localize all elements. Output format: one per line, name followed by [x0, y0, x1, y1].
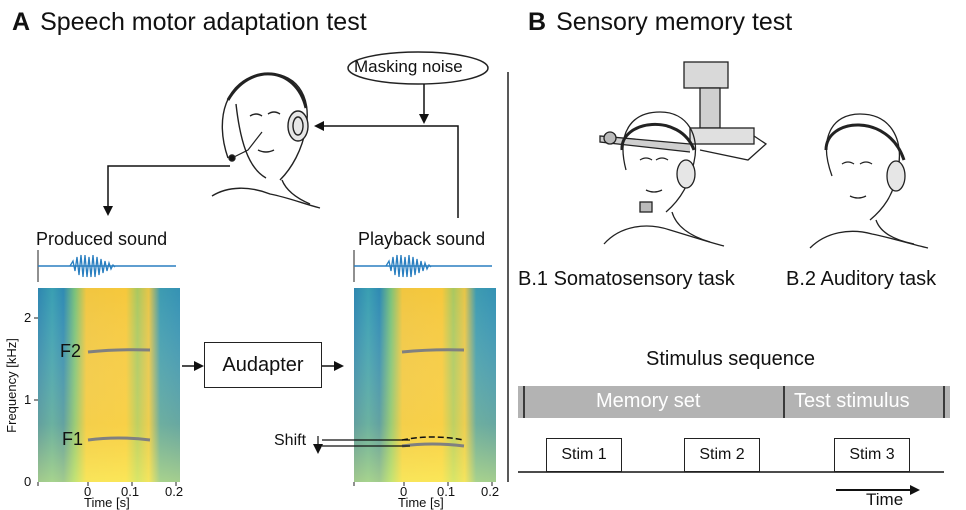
test-stimulus-label: Test stimulus [794, 390, 910, 412]
arrow-playback-to-head [314, 121, 459, 218]
somatosensory-robot-illustration [599, 61, 768, 247]
stim-1-box: Stim 1 [546, 438, 622, 472]
y-tick-2: 2 [24, 310, 32, 325]
y-tick-0: 0 [24, 474, 32, 489]
masking-noise-ellipse [347, 51, 489, 85]
left-x-tick-1: 0.1 [121, 484, 140, 499]
shift-label: Shift [274, 432, 307, 449]
panel-a-title: A Speech motor adaptation test [12, 8, 367, 37]
panel-a-title-text: Speech motor adaptation test [40, 8, 367, 36]
sequence-bar [518, 386, 950, 418]
right-x-tick-0: 0 [400, 484, 408, 499]
y-tick-1: 1 [24, 392, 32, 407]
stim-3-box: Stim 3 [834, 438, 910, 472]
somatosensory-task-label: B.1 Somatosensory task [518, 268, 735, 290]
arrow-head-to-produced [103, 165, 230, 216]
f2-label: F2 [60, 341, 82, 361]
playback-spectrogram [313, 288, 496, 486]
produced-sound-label: Produced sound [36, 229, 168, 249]
left-x-tick-2: 0.2 [165, 484, 184, 499]
left-x-tick-0: 0 [84, 484, 92, 499]
memory-set-label: Memory set [596, 390, 701, 412]
panel-a-letter: A [12, 8, 31, 36]
panel-b-letter: B [528, 8, 547, 36]
playback-waveform [353, 250, 492, 282]
playback-sound-label: Playback sound [358, 229, 486, 249]
right-x-tick-2: 0.2 [481, 484, 500, 499]
produced-spectrogram [34, 288, 180, 486]
auditory-task-head-illustration [809, 113, 929, 249]
audapter-box: Audapter [204, 342, 322, 388]
stimulus-sequence-label: Stimulus sequence [646, 348, 815, 370]
f1-label: F1 [62, 429, 84, 449]
panel-b-title-text: Sensory memory test [556, 8, 793, 36]
y-axis-label: Frequency [kHz] [3, 338, 19, 433]
time-label: Time [866, 490, 904, 509]
produced-waveform [37, 250, 176, 282]
masking-noise-label: Masking noise [354, 57, 463, 76]
speaker-with-headset-illustration [211, 72, 321, 209]
right-x-tick-1: 0.1 [437, 484, 456, 499]
right-x-axis-label: Time [s] [398, 495, 444, 510]
auditory-task-label: B.2 Auditory task [786, 268, 937, 290]
panel-b-title: B Sensory memory test [528, 8, 792, 37]
left-x-axis-label: Time [s] [84, 495, 130, 510]
stim-2-box: Stim 2 [684, 438, 760, 472]
